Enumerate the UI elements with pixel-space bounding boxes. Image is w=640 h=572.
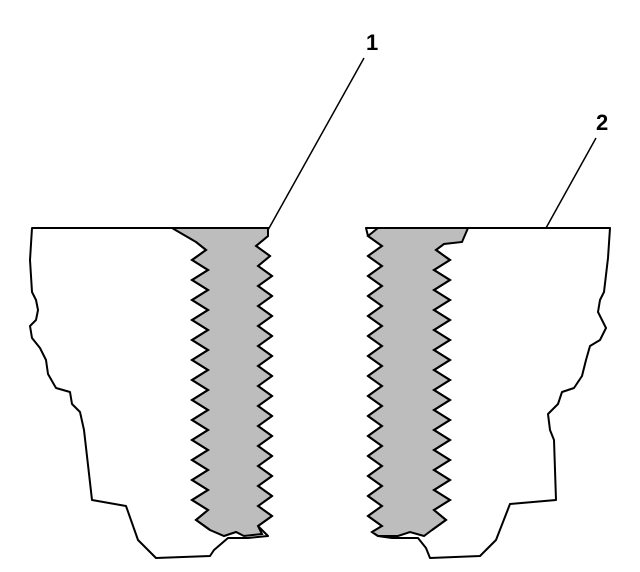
callout-2: 2 [545, 110, 608, 229]
left-housing-section [29, 227, 274, 559]
left-thread-profile [190, 241, 211, 531]
callout-1-leader [267, 57, 365, 231]
callout-2-label: 2 [596, 110, 608, 135]
callout-1: 1 [267, 30, 378, 231]
right-thread-profile [431, 243, 452, 531]
right-housing-section [365, 227, 611, 559]
callout-2-leader [545, 137, 597, 229]
callout-1-label: 1 [366, 30, 378, 55]
